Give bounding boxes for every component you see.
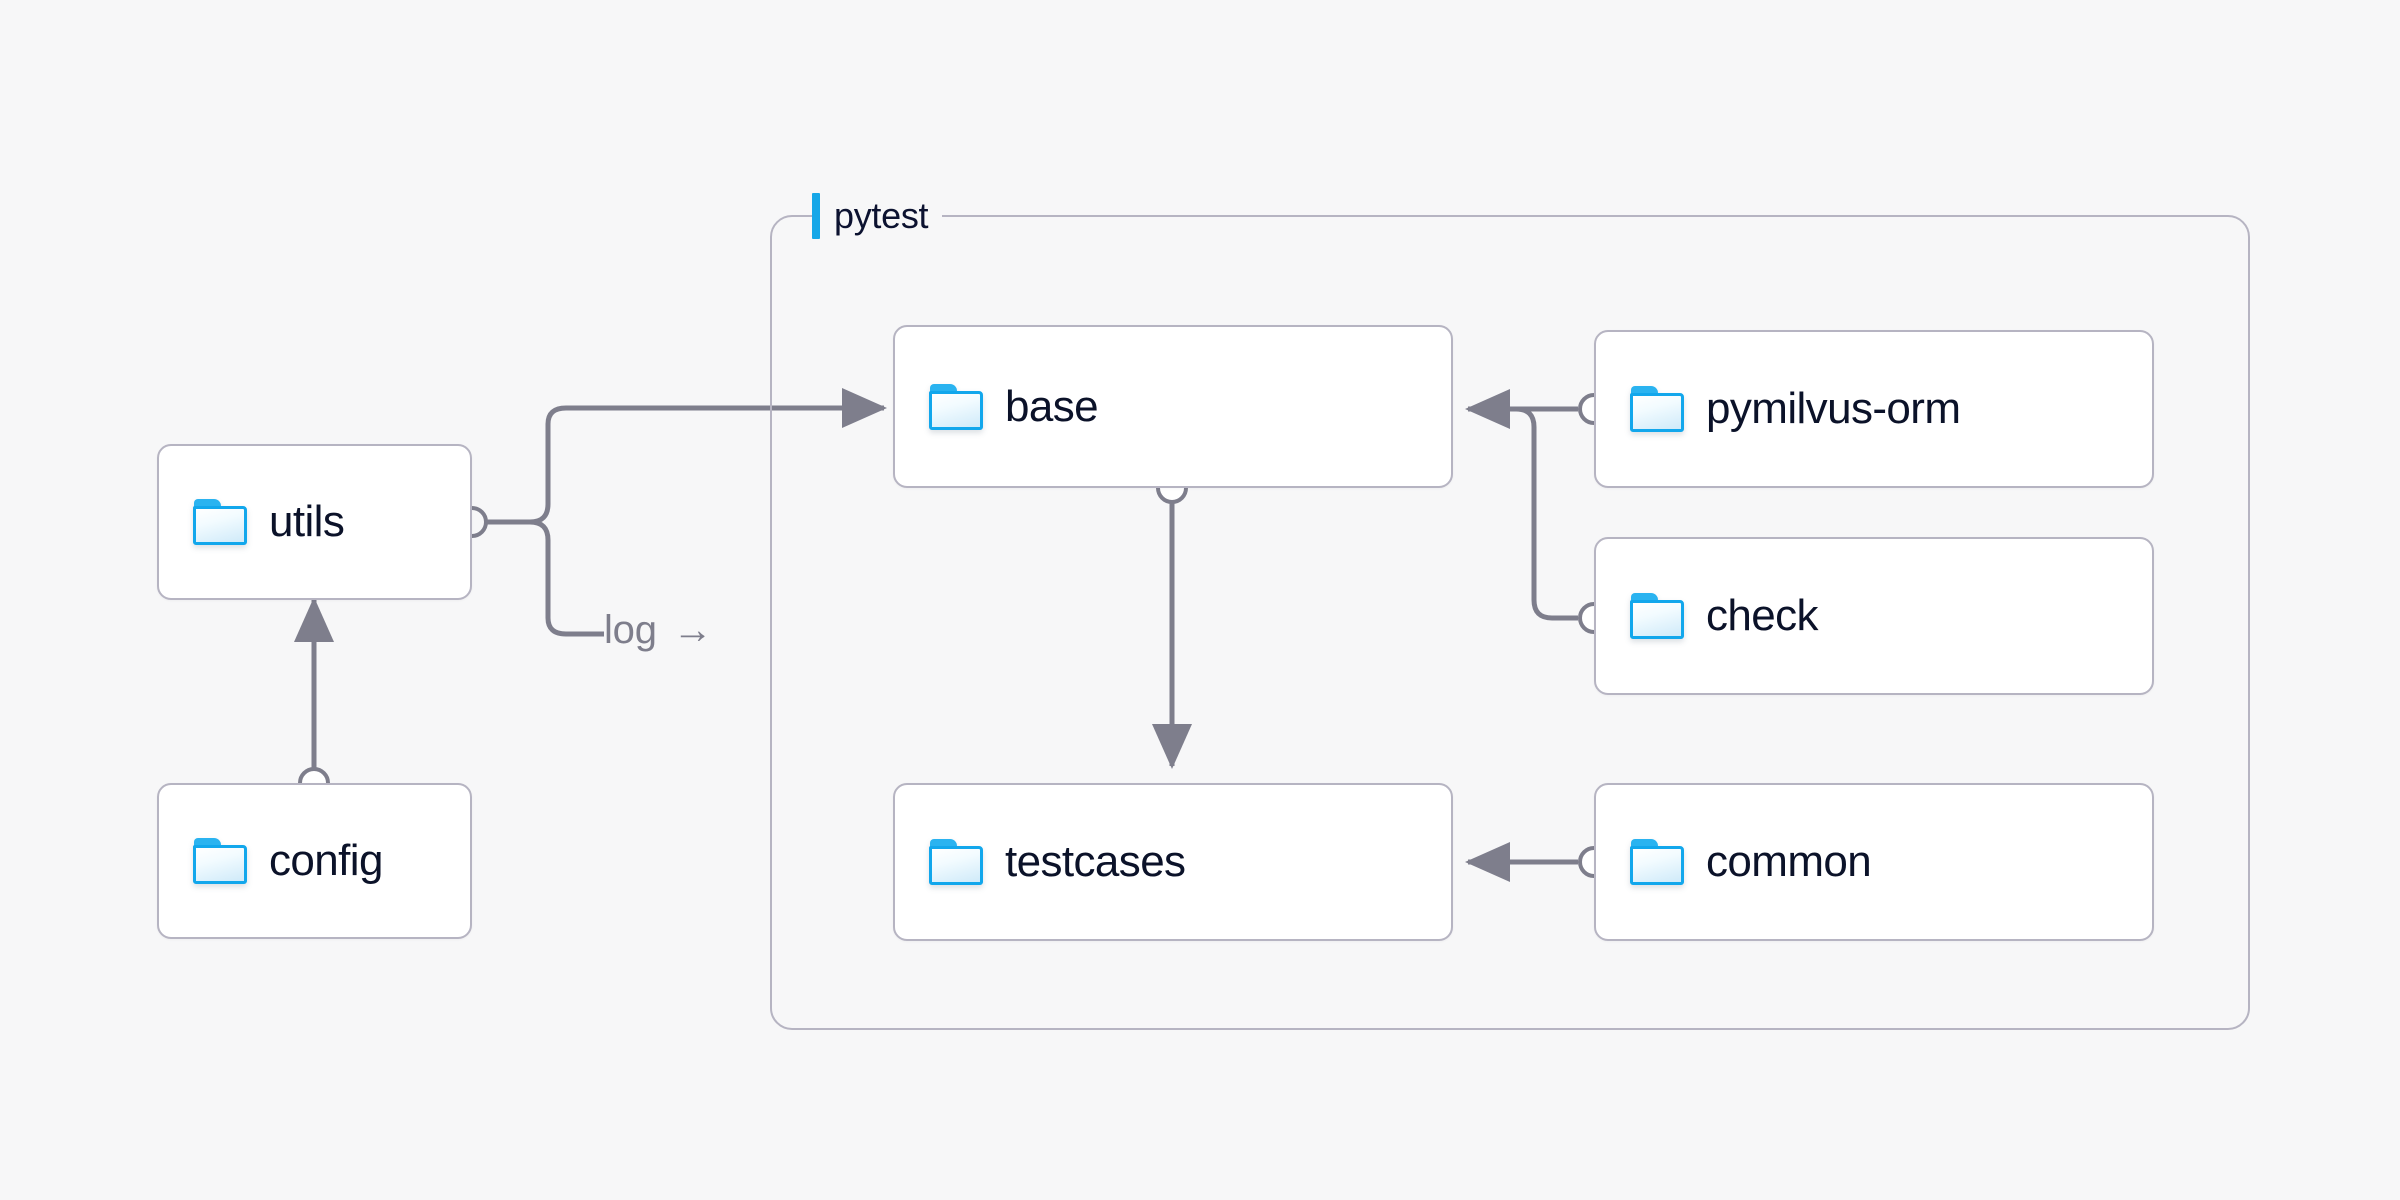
node-base[interactable]: base bbox=[893, 325, 1453, 488]
edge-utils-log bbox=[529, 519, 604, 637]
node-common[interactable]: common bbox=[1594, 783, 2154, 941]
folder-icon bbox=[929, 383, 983, 430]
folder-icon bbox=[193, 838, 247, 884]
node-label-config: config bbox=[269, 836, 383, 885]
node-label-testcases: testcases bbox=[1005, 837, 1186, 886]
node-testcases[interactable]: testcases bbox=[893, 783, 1453, 941]
folder-icon bbox=[193, 499, 247, 545]
folder-icon bbox=[1630, 839, 1684, 885]
node-label-utils: utils bbox=[269, 497, 345, 546]
node-label-pymilvus-orm: pymilvus-orm bbox=[1706, 384, 1961, 433]
group-frame-pytest bbox=[770, 215, 2250, 1030]
node-config[interactable]: config bbox=[157, 783, 472, 939]
folder-icon bbox=[1630, 593, 1684, 639]
group-label-pytest: pytest bbox=[812, 190, 943, 242]
node-check[interactable]: check bbox=[1594, 537, 2154, 695]
node-label-check: check bbox=[1706, 591, 1819, 640]
group-accent-bar bbox=[812, 193, 820, 239]
edge-label-log: log → bbox=[604, 608, 713, 653]
node-utils[interactable]: utils bbox=[157, 444, 472, 600]
edge-label-log-text: log bbox=[604, 608, 657, 652]
folder-icon bbox=[1630, 386, 1684, 432]
node-pymilvus-orm[interactable]: pymilvus-orm bbox=[1594, 330, 2154, 488]
node-label-base: base bbox=[1005, 381, 1099, 431]
node-label-common: common bbox=[1706, 837, 1872, 886]
arrow-right-icon: → bbox=[672, 608, 713, 652]
folder-icon bbox=[929, 839, 983, 885]
group-title: pytest bbox=[834, 195, 929, 236]
